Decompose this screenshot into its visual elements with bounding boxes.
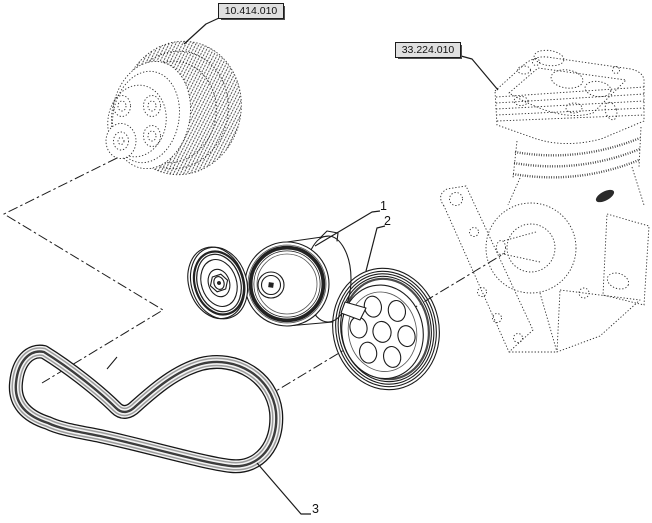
- air-compressor-drawing: [440, 49, 650, 353]
- leader-crank-pulley-ref: [183, 17, 220, 45]
- belt-splice-mark: [106, 356, 118, 370]
- callout-3-belt[interactable]: 3: [312, 502, 319, 516]
- pulley-center-hole: [372, 320, 392, 343]
- mounting-bracket: [440, 185, 534, 353]
- belt-tensioner-drawing: [187, 230, 367, 327]
- ref-box-crank-pulley[interactable]: 10.414.010: [218, 3, 284, 19]
- centerline-crank-axis: [2, 157, 164, 384]
- centerline-compressor-axis: [265, 252, 506, 398]
- compressor-shaft-tip: [496, 240, 506, 255]
- leader-callout-1: [314, 210, 381, 247]
- callout-1-tensioner[interactable]: 1: [380, 199, 387, 213]
- crank-pulley-drawing: [105, 40, 242, 176]
- drive-belt-drawing: [8, 344, 284, 474]
- leader-callout-2: [365, 225, 386, 272]
- tensioner-top-tab: [319, 230, 339, 242]
- tensioner-foot: [340, 301, 367, 321]
- ref-box-air-compressor[interactable]: 33.224.010: [395, 42, 461, 58]
- leader-compressor-ref: [460, 55, 499, 91]
- idler-pulley: [187, 246, 249, 320]
- head-fins: [495, 86, 645, 122]
- drain-plug: [595, 189, 615, 203]
- callout-2-pulley[interactable]: 2: [384, 214, 391, 228]
- leader-callout-3: [256, 462, 311, 515]
- compressor-pulley-drawing: [332, 267, 440, 391]
